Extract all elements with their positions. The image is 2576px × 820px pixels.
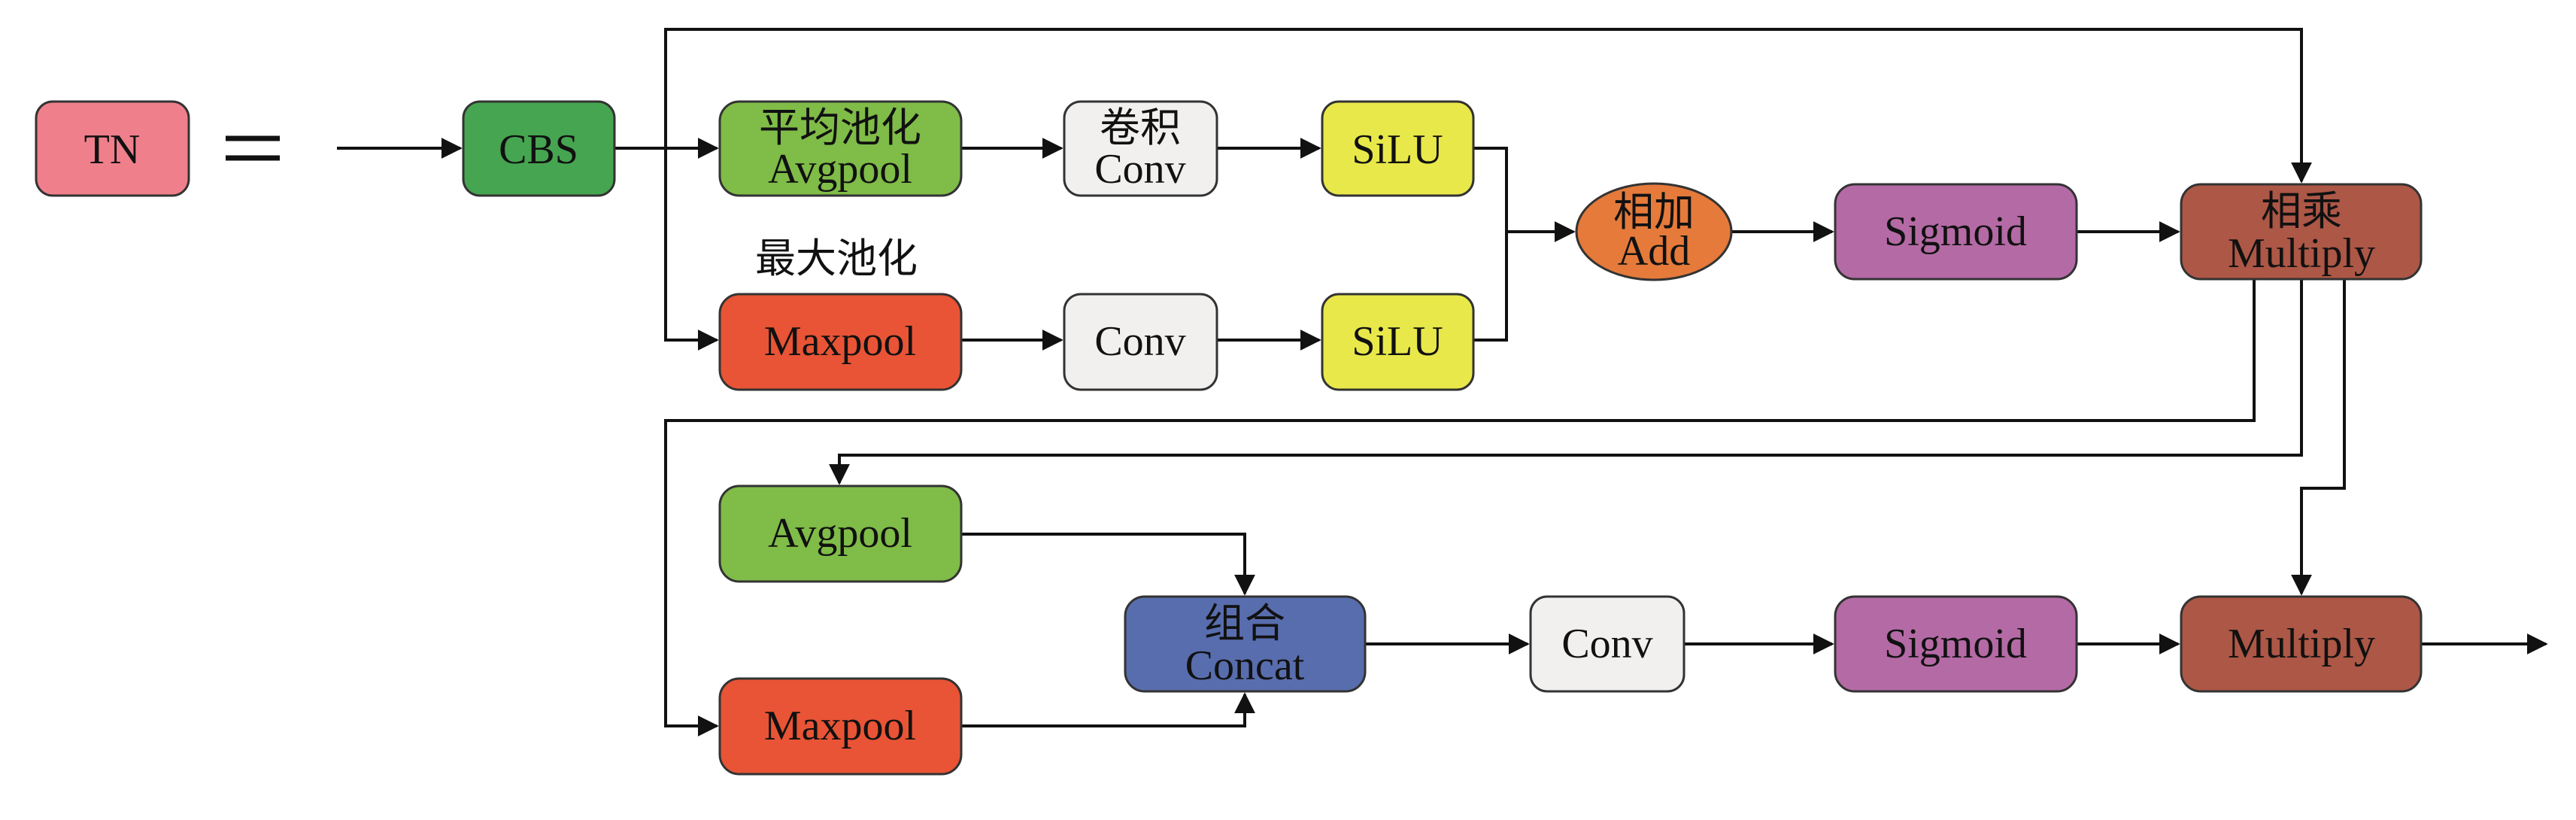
sigmoid-top-node: Sigmoid bbox=[1834, 183, 2078, 281]
conv-top-en-label: Conv bbox=[1094, 146, 1185, 193]
multiply-top-node: 相乘 Multiply bbox=[2180, 183, 2423, 281]
conv-top-node: 卷积 Conv bbox=[1063, 100, 1218, 197]
silu-mid-label: SiLU bbox=[1352, 318, 1443, 365]
sigmoid-bottom-label: Sigmoid bbox=[1884, 621, 2027, 667]
conv-bottom-node: Conv bbox=[1529, 595, 1685, 693]
multiply-bottom-label: Multiply bbox=[2228, 621, 2375, 667]
tn-block: TN bbox=[35, 100, 190, 197]
maxpool-bottom-label: Maxpool bbox=[764, 703, 916, 749]
add-cn-label: 相加 bbox=[1613, 190, 1695, 235]
concat-cn-label: 组合 bbox=[1204, 601, 1285, 646]
tn-label: TN bbox=[84, 126, 141, 173]
concat-en-label: Concat bbox=[1185, 642, 1305, 689]
avgpool-bottom-label: Avgpool bbox=[768, 510, 912, 557]
sigmoid-top-label: Sigmoid bbox=[1884, 208, 2027, 255]
conv-mid-node: Conv bbox=[1063, 293, 1218, 391]
add-node: 相加 Add bbox=[1575, 182, 1733, 281]
concat-node: 组合 Concat bbox=[1124, 595, 1367, 693]
conv-top-cn-label: 卷积 bbox=[1100, 105, 1181, 150]
avgpool-top-node: 平均池化 Avgpool bbox=[718, 100, 963, 197]
equals-sign bbox=[226, 135, 280, 161]
cbs-label: CBS bbox=[499, 126, 578, 173]
maxpool-bottom-node: Maxpool bbox=[718, 677, 963, 776]
multiply-top-cn-label: 相乘 bbox=[2261, 189, 2342, 234]
silu-top-node: SiLU bbox=[1321, 100, 1475, 197]
sigmoid-bottom-node: Sigmoid bbox=[1834, 595, 2078, 693]
silu-mid-node: SiLU bbox=[1321, 293, 1475, 391]
maxpool-top-node: Maxpool bbox=[718, 293, 963, 391]
avgpool-top-en-label: Avgpool bbox=[768, 146, 912, 193]
multiply-to-multiply-bottom bbox=[2291, 279, 2346, 596]
multiply-to-avgpool-bottom bbox=[829, 279, 2303, 485]
avgpool-bottom-node: Avgpool bbox=[718, 484, 963, 583]
maxpool-caption: 最大池化 bbox=[755, 236, 918, 281]
avgpool-top-cn-label: 平均池化 bbox=[759, 105, 921, 150]
branch-to-maxpool bbox=[664, 148, 719, 351]
multiply-to-maxpool-bottom bbox=[664, 279, 2256, 736]
cbs-node: CBS bbox=[462, 100, 616, 197]
skip-to-multiply-top bbox=[664, 28, 2312, 184]
maxpool-to-concat bbox=[961, 692, 1255, 727]
conv-mid-label: Conv bbox=[1094, 318, 1185, 365]
maxpool-top-label: Maxpool bbox=[764, 318, 916, 365]
conv-bottom-label: Conv bbox=[1561, 621, 1652, 667]
add-en-label: Add bbox=[1618, 228, 1690, 275]
connectors bbox=[337, 28, 2548, 736]
silu-top-label: SiLU bbox=[1352, 126, 1443, 173]
multiply-top-en-label: Multiply bbox=[2228, 230, 2375, 277]
avgpool-to-concat bbox=[961, 533, 1255, 596]
merge-silu-top bbox=[1473, 147, 1508, 342]
multiply-bottom-node: Multiply bbox=[2180, 595, 2423, 693]
